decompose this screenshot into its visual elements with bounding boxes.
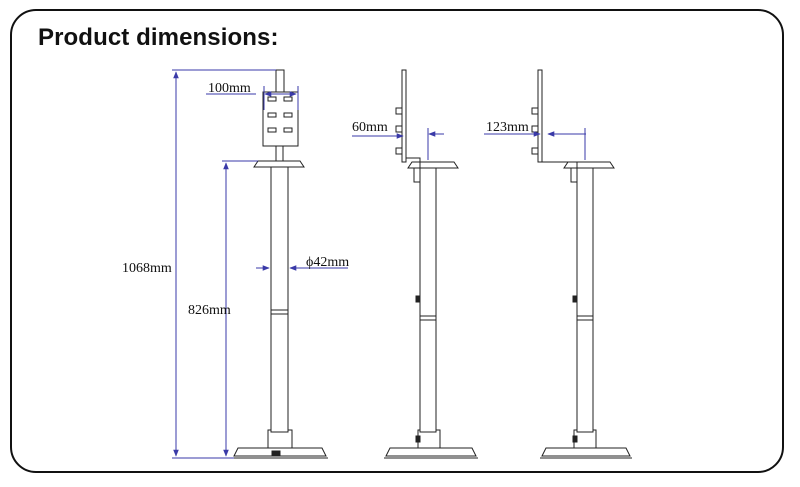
stand-side-view-offset — [531, 69, 632, 459]
dimension-lines — [172, 69, 586, 459]
side-offset-back-label: 123mm — [486, 120, 529, 135]
stand-front-view — [232, 69, 328, 459]
stand-side-view — [384, 69, 478, 459]
side-offset-label: 60mm — [352, 120, 388, 135]
page-title: Product dimensions: — [38, 24, 279, 51]
pole-diameter-label: ϕ42mm — [306, 255, 349, 270]
total-height-label: 1068mm — [122, 261, 172, 276]
pole-height-label: 826mm — [188, 303, 231, 318]
plate-width-label: 100mm — [208, 81, 251, 96]
content-frame — [10, 9, 784, 473]
